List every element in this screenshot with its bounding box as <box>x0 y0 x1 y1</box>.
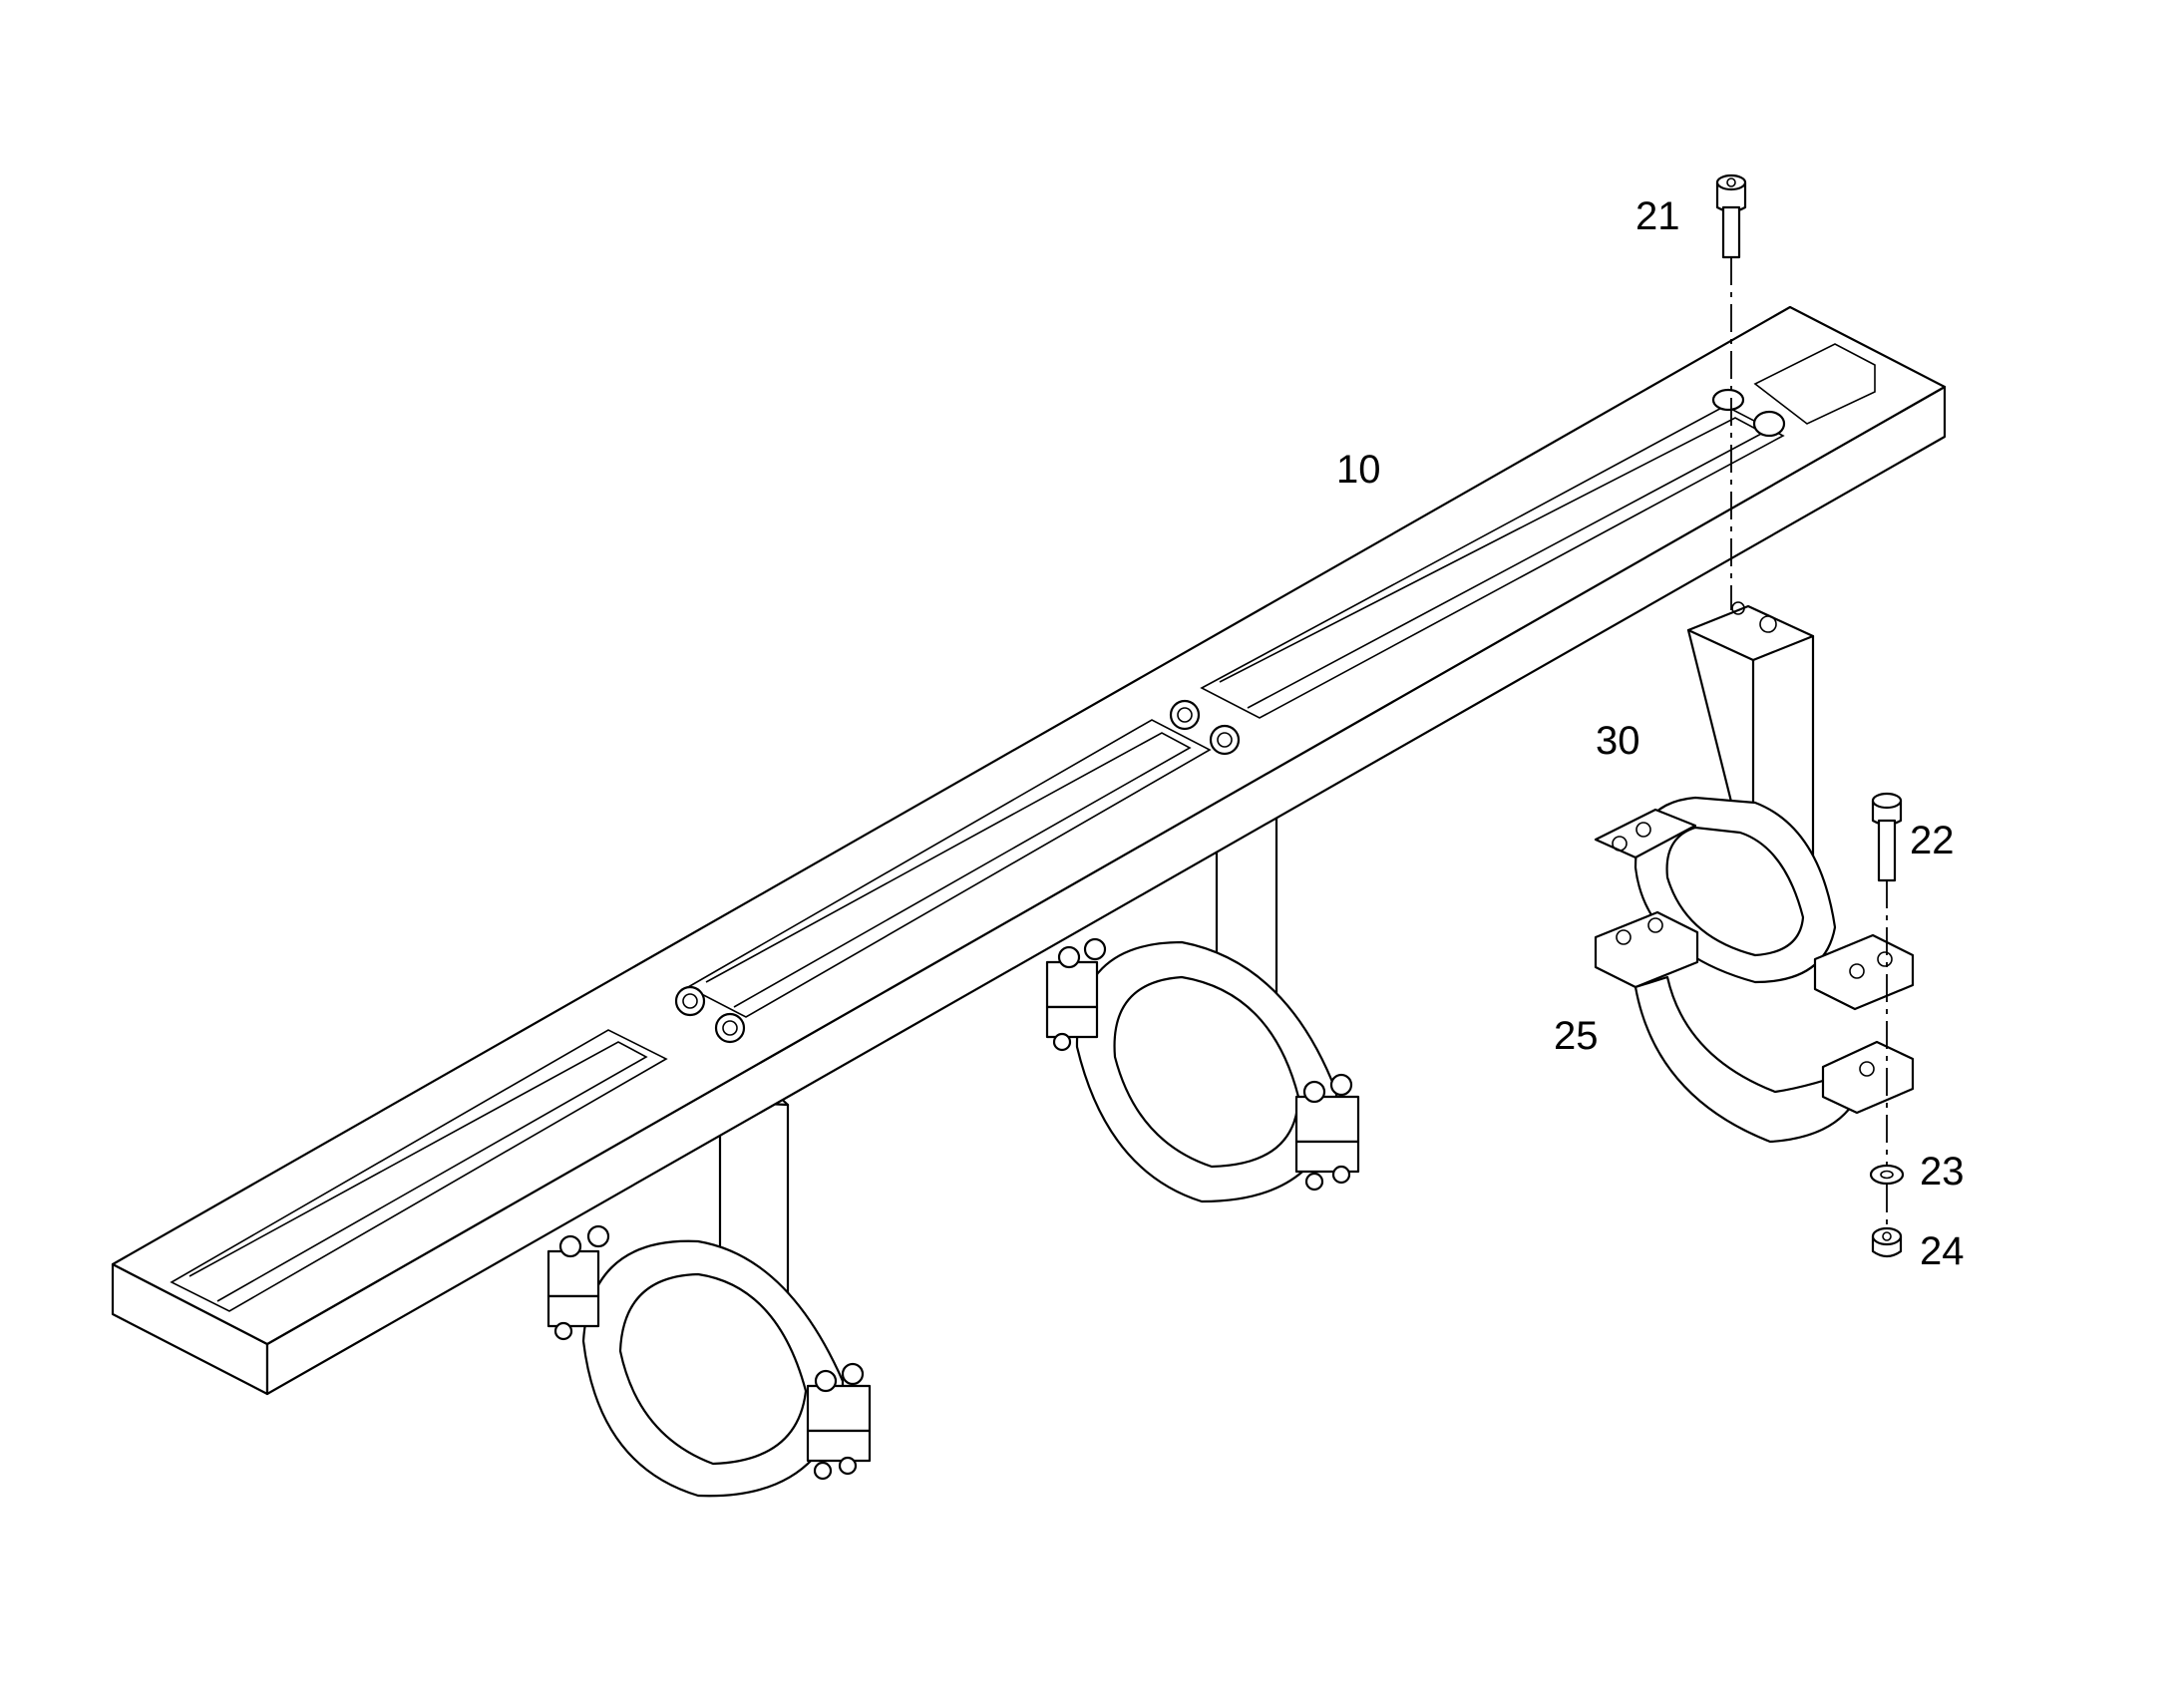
bracket-30 <box>1594 601 1915 1011</box>
bolt-22 <box>1871 792 1903 882</box>
main-beam <box>111 305 1947 1396</box>
clamp-half-25 <box>1594 910 1915 1144</box>
nut-24 <box>1871 1226 1903 1258</box>
callout-10: 10 <box>1336 448 1381 492</box>
bolt-21 <box>1715 173 1747 259</box>
clamp-assembly-middle <box>1045 816 1360 1203</box>
callout-23: 23 <box>1920 1150 1965 1194</box>
assembly-center-lines <box>1730 257 1888 1226</box>
callout-21: 21 <box>1635 194 1680 238</box>
clamp-assembly-left <box>546 1080 872 1498</box>
callout-22: 22 <box>1910 819 1955 862</box>
callout-30: 30 <box>1596 719 1640 763</box>
callout-25: 25 <box>1554 1014 1599 1058</box>
callout-24: 24 <box>1920 1229 1965 1273</box>
washer-23 <box>1869 1164 1905 1186</box>
